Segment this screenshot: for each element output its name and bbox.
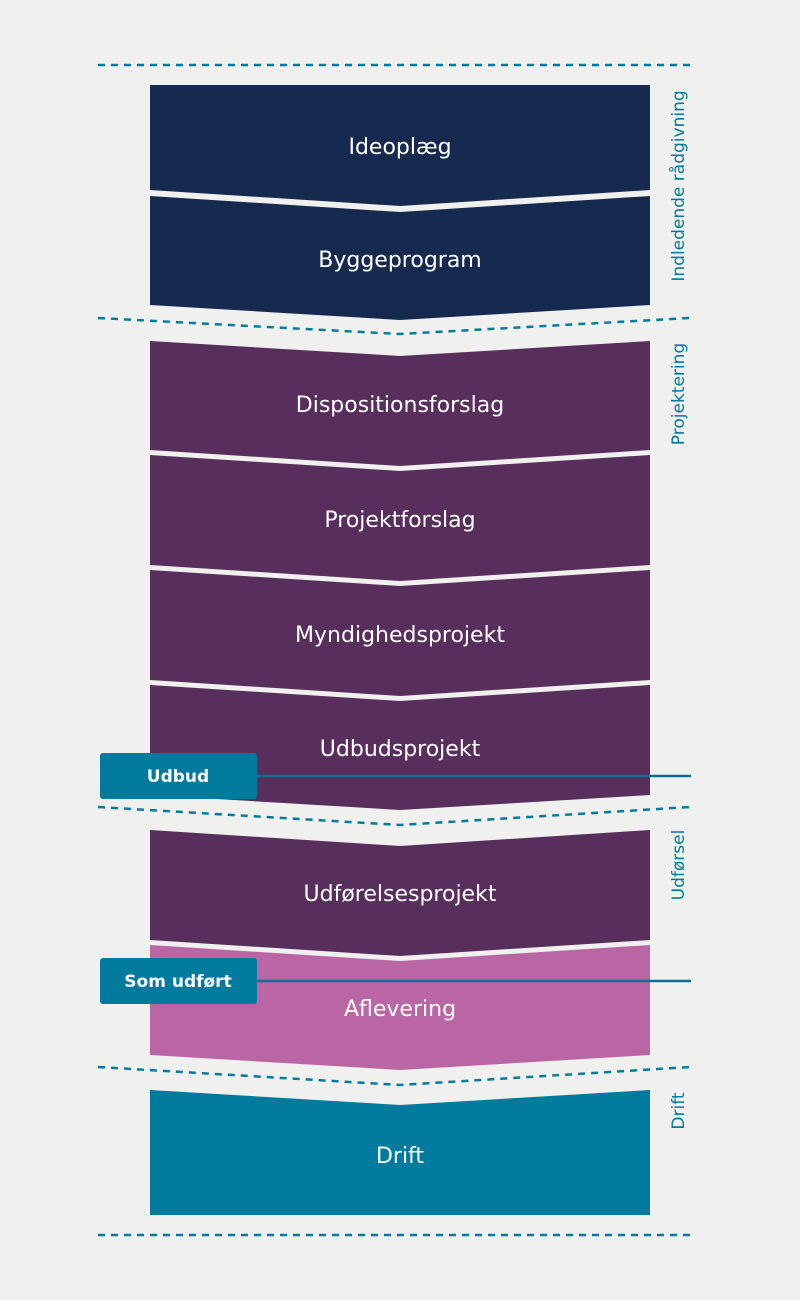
phase-divider-3 — [97, 1065, 691, 1087]
stage-block-udbudsprojekt — [150, 685, 650, 810]
stage-block-myndighedsprojekt — [150, 570, 650, 696]
stage-block-byggeprogram — [150, 196, 650, 320]
milestone-udbud: Udbud — [100, 753, 257, 799]
stage-label-ideoplaeg: Ideoplæg — [348, 135, 451, 160]
stage-block-udfoerelsesprojekt — [150, 830, 650, 956]
stage-block-aflevering — [150, 945, 650, 1070]
stage-block-dispositionsforslag — [150, 341, 650, 466]
phase-label-projektering: Projektering — [669, 343, 689, 445]
stage-label-projektforslag: Projektforslag — [324, 508, 475, 533]
stage-label-drift: Drift — [376, 1144, 424, 1169]
milestone-label-som-udfoert: Som udført — [124, 972, 231, 992]
milestone-lines — [256, 774, 691, 983]
stage-label-myndighedsprojekt: Myndighedsprojekt — [295, 623, 505, 648]
stage-label-dispositionsforslag: Dispositionsforslag — [296, 393, 504, 418]
milestone-som-udfoert: Som udført — [100, 958, 257, 1004]
phase-label-udfoersel: Udførsel — [669, 830, 689, 901]
milestone-label-udbud: Udbud — [147, 767, 209, 787]
phase-divider-1 — [97, 316, 691, 336]
stage-label-byggeprogram: Byggeprogram — [318, 248, 482, 273]
phase-dividers — [97, 63, 691, 1237]
stage-block-drift — [150, 1090, 650, 1215]
milestone-badge-udbud — [100, 753, 257, 799]
stage-label-udfoerelsesprojekt: Udførelsesprojekt — [304, 882, 497, 907]
stage-block-ideoplaeg — [150, 85, 650, 206]
stage-label-aflevering: Aflevering — [344, 997, 456, 1022]
stage-label-udbudsprojekt: Udbudsprojekt — [320, 737, 481, 762]
phase-label-indledende-raadgivning: Indledende rådgivning — [668, 90, 689, 281]
milestone-badge-som-udfoert — [100, 958, 257, 1004]
phase-label-drift: Drift — [669, 1092, 689, 1129]
stage-blocks — [150, 85, 650, 1215]
stage-block-projektforslag — [150, 455, 650, 581]
phase-divider-2 — [97, 805, 691, 827]
